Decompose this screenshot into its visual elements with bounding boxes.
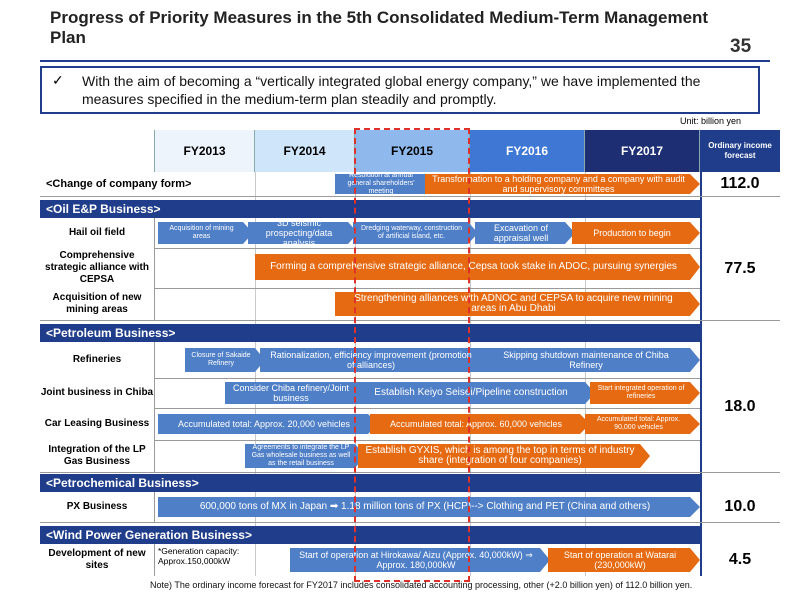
title-divider <box>40 60 770 62</box>
section-oil-ep: <Oil E&P Business> <box>40 200 700 218</box>
bar-hail-acquisition: Acquisition of mining areas <box>158 222 253 244</box>
row-divider <box>40 472 780 473</box>
grid-line <box>585 172 586 576</box>
bar-leasing-60000: Accumulated total: Approx. 60,000 vehicl… <box>370 414 590 434</box>
grid-line <box>255 172 256 576</box>
bar-watarai: Start of operation at Watarai (230,000kW… <box>548 548 700 572</box>
header-blank <box>40 130 155 172</box>
measures-table: FY2013 FY2014 FY2015 FY2016 FY2017 Ordin… <box>40 130 780 576</box>
bar-sakaide-closure: Closure of Sakaide Refinery <box>185 348 265 372</box>
row-divider <box>40 196 780 197</box>
forecast-petroleum: 18.0 <box>724 398 756 415</box>
year-fy2017: FY2017 <box>585 130 700 172</box>
row-divider <box>40 408 700 409</box>
row-divider <box>40 440 700 441</box>
row-label-lpgas: Integration of the LP Gas Business <box>40 440 155 472</box>
bar-gyxis: Establish GYXIS, which is among the top … <box>358 444 650 468</box>
bar-holding-company: Transformation to a holding company and … <box>425 174 700 194</box>
bar-hail-production: Production to begin <box>572 222 700 244</box>
section-petroleum: <Petroleum Business> <box>40 324 700 342</box>
year-fy2016: FY2016 <box>470 130 585 172</box>
row-divider <box>40 522 780 523</box>
year-fy2013: FY2013 <box>155 130 255 172</box>
forecast-petrochemical: 10.0 <box>724 498 756 515</box>
bar-mining-alliances: Strengthening alliances with ADNOC and C… <box>335 292 700 316</box>
forecast-column <box>700 172 780 576</box>
bar-chiba-maintenance: Skipping shutdown maintenance of Chiba R… <box>480 348 700 372</box>
grid-line <box>470 172 471 576</box>
bar-px-business: 600,000 tons of MX in Japan ➡ 1.18 milli… <box>158 497 700 517</box>
bar-keiyo-seisei: Establish Keiyo Seisei/Pipeline construc… <box>355 382 595 404</box>
row-label-company-form: <Change of company form> <box>46 178 192 190</box>
row-label-hail: Hail oil field <box>40 218 155 248</box>
check-icon: ✓ <box>52 72 64 88</box>
bar-cepsa-alliance: Forming a comprehensive strategic allian… <box>255 254 700 280</box>
footnote: Note) The ordinary income forecast for F… <box>150 580 693 590</box>
bar-leasing-90000: Accumulated total: Approx. 90,000 vehicl… <box>585 414 700 434</box>
page-number: 35 <box>730 36 752 57</box>
row-label-px: PX Business <box>40 492 155 522</box>
row-divider <box>40 320 780 321</box>
bar-consider-chiba: Consider Chiba refinery/Joint business <box>225 382 365 404</box>
bar-lpgas-agreements: Agreements to integrate the LP Gas whole… <box>245 444 365 468</box>
section-petrochemical: <Petrochemical Business> <box>40 474 700 492</box>
row-label-new-sites: Development of new sites <box>40 544 155 576</box>
unit-label: Unit: billion yen <box>680 116 742 126</box>
bar-hirokawa-aizu: Start of operation at Hirokawa/ Aizu (Ap… <box>290 548 550 572</box>
row-label-refineries: Refineries <box>40 342 155 378</box>
summary-box: ✓ With the aim of becoming a “vertically… <box>40 66 760 114</box>
section-wind-power: <Wind Power Generation Business> <box>40 526 700 544</box>
forecast-company-form: 112.0 <box>720 175 760 192</box>
bar-leasing-20000: Accumulated total: Approx. 20,000 vehicl… <box>158 414 378 434</box>
bar-hail-dredging: Dredging waterway, construction of artif… <box>353 222 478 244</box>
row-label-cepsa: Comprehensive strategic alliance with CE… <box>40 248 155 288</box>
year-fy2014: FY2014 <box>255 130 355 172</box>
row-divider <box>40 248 700 249</box>
row-divider <box>40 378 700 379</box>
row-divider <box>40 288 700 289</box>
forecast-oil-ep: 77.5 <box>724 260 756 277</box>
row-label-mining: Acquisition of new mining areas <box>40 288 155 320</box>
generation-capacity-note: *Generation capacity: Approx.150,000kW <box>158 546 240 566</box>
forecast-wind-power: 4.5 <box>728 551 752 568</box>
bar-rationalization: Rationalization, efficiency improvement … <box>260 348 490 372</box>
bar-shareholders-resolution: Resolution at annual general shareholder… <box>335 174 435 194</box>
forecast-header: Ordinary income forecast <box>700 130 780 172</box>
bar-hail-excavation: Excavation of appraisal well <box>475 222 575 244</box>
year-fy2015: FY2015 <box>355 130 470 172</box>
bar-integrated-operation: Start integrated operation of refineries <box>590 382 700 404</box>
row-label-leasing: Car Leasing Business <box>40 408 155 440</box>
row-label-chiba: Joint business in Chiba <box>40 378 155 408</box>
bar-hail-seismic: 3D seismic prospecting/data analysis <box>248 222 358 244</box>
page-title: Progress of Priority Measures in the 5th… <box>50 8 709 47</box>
summary-text: With the aim of becoming a “vertically i… <box>82 73 701 107</box>
